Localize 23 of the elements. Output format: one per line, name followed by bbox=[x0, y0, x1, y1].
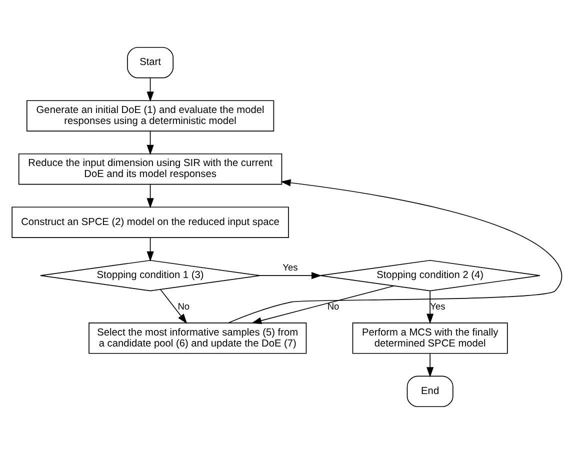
node-diamond: Stopping condition 2 (4) bbox=[320, 259, 540, 291]
arrow bbox=[146, 184, 154, 208]
node-box: Start bbox=[127, 46, 174, 78]
arrow bbox=[146, 77, 154, 102]
node-box: End bbox=[406, 375, 454, 407]
arrow bbox=[146, 236, 154, 262]
node-box: Reduce the input dimension using SIR with the current DoE and its model responses bbox=[18, 152, 282, 184]
arrow bbox=[251, 284, 394, 324]
arrow bbox=[426, 352, 434, 377]
arrow bbox=[146, 130, 154, 155]
arrow bbox=[160, 288, 188, 324]
node-diamond: Stopping condition 1 (3) bbox=[40, 259, 261, 291]
node-box: Select the most informative samples (5) from a candidate pool (6) and update the DoE (7) bbox=[88, 322, 307, 354]
edge-label: No bbox=[178, 300, 190, 311]
node-box: Construct an SPCE (2) model on the reduced input space bbox=[12, 206, 289, 238]
arrow bbox=[228, 178, 562, 323]
edge-label: Yes bbox=[282, 262, 298, 272]
edge-label: Yes bbox=[430, 300, 446, 311]
node-box: Generate an initial DoE (1) and evaluate the model responses using a deterministic model bbox=[26, 100, 274, 131]
edge-label: No bbox=[327, 300, 340, 311]
arrow bbox=[426, 290, 434, 324]
node-box: Perform a MCS with the finally determined SPCE model bbox=[352, 322, 508, 354]
arrow bbox=[260, 272, 322, 279]
